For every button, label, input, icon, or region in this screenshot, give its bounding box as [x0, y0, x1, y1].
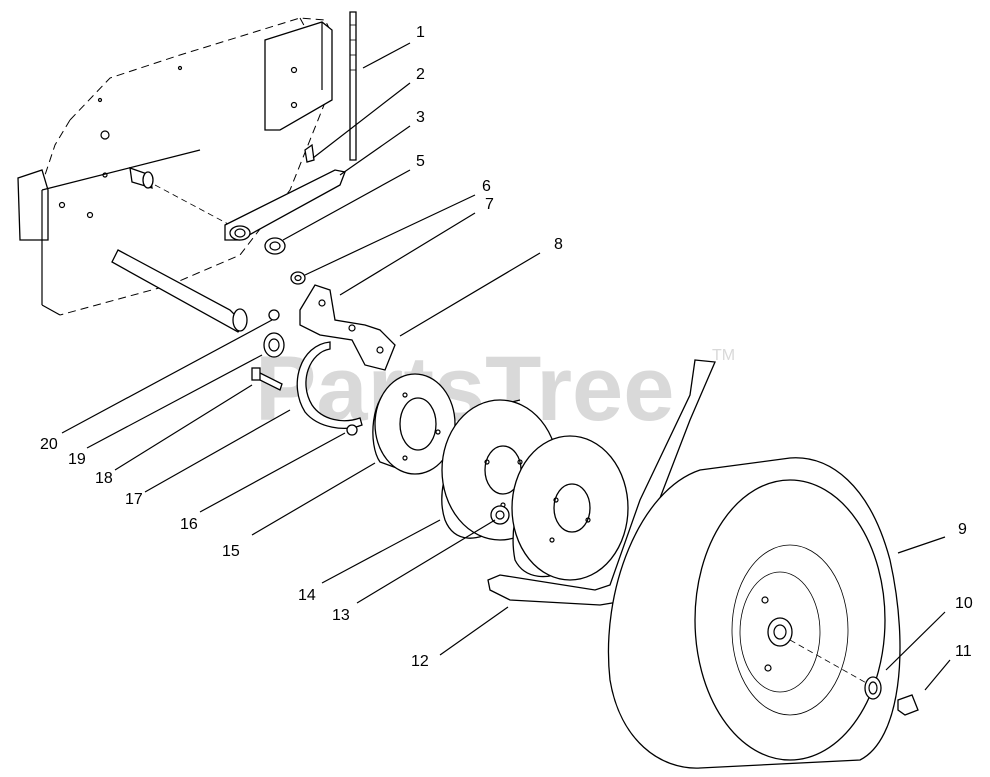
callout-10: 10 — [955, 595, 973, 612]
callout-13: 13 — [332, 607, 350, 624]
callout-15: 15 — [222, 543, 240, 560]
wheel-washer — [864, 676, 882, 700]
spacer-washer — [263, 332, 285, 358]
callout-labels: 1 2 3 5 6 7 8 9 10 11 12 13 14 15 16 17 … — [40, 24, 973, 670]
brake-rod — [349, 11, 357, 161]
callout-18: 18 — [95, 470, 113, 487]
callout-14: 14 — [298, 587, 316, 604]
hex-nut — [346, 424, 358, 436]
spacer-bushing — [490, 505, 510, 525]
pivot-pin — [129, 167, 231, 226]
watermark-trademark: TM — [712, 347, 735, 364]
callout-6: 6 — [482, 178, 491, 195]
callout-7: 7 — [485, 196, 494, 213]
axle-shaft — [111, 249, 248, 333]
drive-belt — [487, 359, 716, 606]
callout-12: 12 — [411, 653, 429, 670]
callout-8: 8 — [554, 236, 563, 253]
cotter-pin — [304, 143, 315, 163]
leader-lines — [61, 42, 951, 691]
callout-2: 2 — [416, 66, 425, 83]
drive-pulley-inner — [511, 435, 629, 581]
callout-16: 16 — [180, 516, 198, 533]
lock-washer — [264, 237, 286, 255]
brake-band — [296, 341, 363, 429]
callout-11: 11 — [955, 643, 972, 660]
callout-1: 1 — [416, 24, 425, 41]
brake-drum — [372, 373, 456, 475]
flat-washer — [290, 271, 306, 285]
hex-bolt — [251, 367, 283, 391]
frame-chassis — [17, 17, 333, 316]
lock-nut — [268, 309, 280, 321]
callout-5: 5 — [416, 153, 425, 170]
brake-bracket — [299, 284, 396, 371]
callout-17: 17 — [125, 491, 143, 508]
e-clip — [897, 694, 919, 716]
wheel-tire — [607, 457, 901, 769]
callout-19: 19 — [68, 451, 86, 468]
brake-lever — [224, 169, 346, 241]
callout-20: 20 — [40, 436, 58, 453]
callout-3: 3 — [416, 109, 425, 126]
callout-9: 9 — [958, 521, 967, 538]
